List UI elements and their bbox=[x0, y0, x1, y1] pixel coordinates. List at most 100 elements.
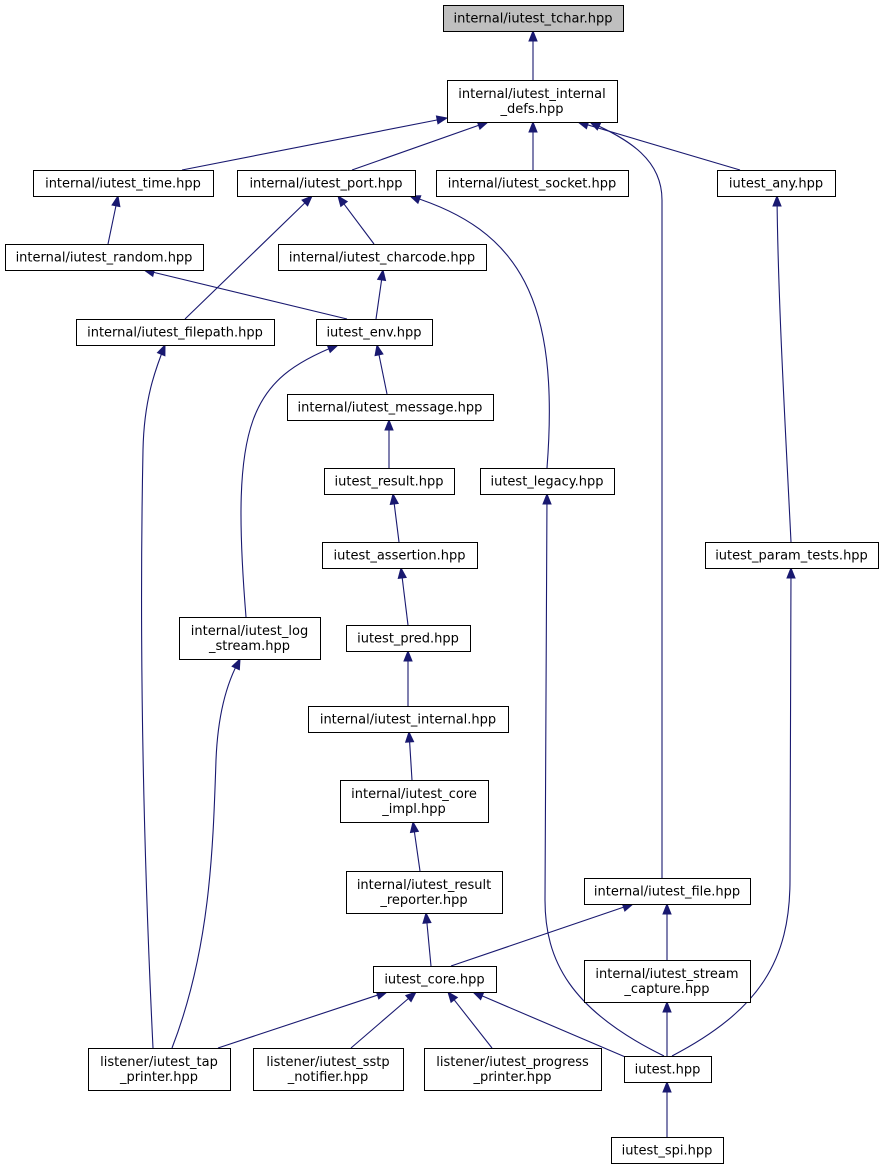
node-box bbox=[340, 780, 489, 823]
edge-line bbox=[378, 353, 388, 395]
edge-line bbox=[776, 195, 792, 543]
node-box bbox=[287, 394, 494, 421]
node-box bbox=[5, 244, 204, 271]
edge-line bbox=[401, 576, 409, 626]
arrowhead-icon bbox=[528, 29, 538, 42]
arrowhead-icon bbox=[409, 820, 420, 834]
node-any[interactable]: iutest_any.hpp bbox=[717, 170, 836, 197]
node-label: _reporter.hpp bbox=[379, 893, 467, 908]
node-label: iutest_env.hpp bbox=[326, 326, 421, 341]
edge-line bbox=[409, 740, 413, 781]
edge-line bbox=[107, 204, 117, 245]
arrowhead-icon bbox=[231, 657, 241, 671]
edge-line bbox=[351, 124, 480, 171]
edge-line bbox=[152, 271, 348, 320]
node-sstp-notifier[interactable]: listener/iutest_sstp_notifier.hpp bbox=[253, 1048, 404, 1091]
node-box bbox=[324, 468, 455, 495]
edge-pred-to-assertion bbox=[397, 566, 409, 626]
edge-env-to-charcode bbox=[375, 268, 387, 320]
arrowhead-icon bbox=[422, 911, 432, 924]
node-label: _stream.hpp bbox=[208, 639, 290, 654]
node-box bbox=[624, 1056, 712, 1083]
arrowhead-icon bbox=[389, 492, 400, 506]
node-box bbox=[447, 80, 618, 123]
node-label: listener/iutest_sstp bbox=[266, 1055, 389, 1070]
node-message[interactable]: internal/iutest_message.hpp bbox=[287, 394, 494, 421]
node-spi[interactable]: iutest_spi.hpp bbox=[611, 1137, 724, 1164]
node-box bbox=[253, 1048, 404, 1091]
node-box bbox=[278, 244, 487, 271]
node-label: iutest_result.hpp bbox=[335, 475, 444, 490]
edge-line bbox=[586, 124, 741, 171]
node-label: iutest_legacy.hpp bbox=[490, 475, 603, 490]
arrowhead-icon bbox=[404, 730, 415, 743]
node-port[interactable]: internal/iutest_port.hpp bbox=[237, 170, 416, 197]
node-time[interactable]: internal/iutest_time.hpp bbox=[33, 170, 214, 197]
node-label: internal/iutest_message.hpp bbox=[298, 401, 483, 416]
node-result-reporter[interactable]: internal/iutest_result_reporter.hpp bbox=[346, 871, 503, 914]
edge-env-to-random bbox=[142, 267, 348, 320]
node-label: iutest_param_tests.hpp bbox=[715, 549, 868, 564]
edge-iutest-to-stream_capture bbox=[662, 1000, 672, 1056]
edge-line bbox=[671, 567, 792, 1057]
edge-line bbox=[181, 119, 439, 171]
node-box bbox=[88, 1048, 231, 1091]
node-filepath[interactable]: internal/iutest_filepath.hpp bbox=[76, 319, 275, 346]
node-box bbox=[611, 1137, 724, 1164]
edge-stream_capture-to-file bbox=[662, 902, 672, 960]
node-box bbox=[705, 542, 879, 569]
node-box bbox=[237, 170, 416, 197]
arrowhead-icon bbox=[403, 649, 413, 662]
node-core[interactable]: iutest_core.hpp bbox=[373, 966, 497, 993]
node-tchar[interactable]: internal/iutest_tchar.hpp bbox=[443, 5, 624, 32]
node-assertion[interactable]: iutest_assertion.hpp bbox=[322, 542, 478, 569]
node-box bbox=[76, 319, 275, 346]
node-box bbox=[424, 1048, 602, 1091]
node-internal-defs[interactable]: internal/iutest_internal_defs.hpp bbox=[447, 80, 618, 123]
node-param-tests[interactable]: iutest_param_tests.hpp bbox=[705, 542, 879, 569]
node-progress-printer[interactable]: listener/iutest_progress_printer.hpp bbox=[424, 1048, 602, 1091]
node-internal[interactable]: internal/iutest_internal.hpp bbox=[308, 706, 509, 733]
node-iutest[interactable]: iutest.hpp bbox=[624, 1056, 712, 1083]
node-box bbox=[436, 170, 629, 197]
node-label: _printer.hpp bbox=[472, 1070, 551, 1085]
node-pred[interactable]: iutest_pred.hpp bbox=[346, 625, 471, 652]
edge-iutest-to-core bbox=[471, 991, 631, 1060]
edge-iutest-to-legacy bbox=[542, 492, 665, 1057]
node-env[interactable]: iutest_env.hpp bbox=[316, 319, 433, 346]
edge-line bbox=[589, 121, 663, 878]
edge-result-to-message bbox=[384, 418, 394, 468]
node-label: internal/iutest_file.hpp bbox=[594, 885, 740, 900]
edge-tap_printer-to-log_stream bbox=[171, 657, 241, 1049]
edge-core_impl-to-internal bbox=[404, 730, 415, 781]
node-socket[interactable]: internal/iutest_socket.hpp bbox=[436, 170, 629, 197]
node-box bbox=[346, 625, 471, 652]
edge-line bbox=[375, 278, 383, 320]
node-label: listener/iutest_progress bbox=[436, 1055, 589, 1070]
node-log-stream[interactable]: internal/iutest_log_stream.hpp bbox=[179, 617, 321, 660]
node-box bbox=[33, 170, 214, 197]
node-core-impl[interactable]: internal/iutest_core_impl.hpp bbox=[340, 780, 489, 823]
arrowhead-icon bbox=[384, 418, 394, 431]
node-box bbox=[480, 468, 615, 495]
node-label: internal/iutest_core bbox=[351, 787, 477, 802]
node-label: internal/iutest_stream bbox=[595, 967, 738, 982]
edge-line bbox=[217, 994, 379, 1049]
edge-line bbox=[481, 995, 631, 1060]
edge-line bbox=[453, 998, 493, 1049]
node-box bbox=[373, 966, 497, 993]
node-charcode[interactable]: internal/iutest_charcode.hpp bbox=[278, 244, 487, 271]
node-stream-capture[interactable]: internal/iutest_stream_capture.hpp bbox=[584, 960, 751, 1003]
edge-line bbox=[544, 493, 665, 1057]
node-legacy[interactable]: iutest_legacy.hpp bbox=[480, 468, 615, 495]
node-file[interactable]: internal/iutest_file.hpp bbox=[584, 878, 751, 905]
edge-line bbox=[350, 997, 410, 1049]
edge-port-to-internal_defs bbox=[351, 121, 490, 171]
edge-line bbox=[171, 658, 241, 1049]
edge-spi-to-iutest bbox=[662, 1080, 672, 1137]
node-box bbox=[584, 960, 751, 1003]
node-result[interactable]: iutest_result.hpp bbox=[324, 468, 455, 495]
node-tap-printer[interactable]: listener/iutest_tap_printer.hpp bbox=[88, 1048, 231, 1091]
arrowhead-icon bbox=[301, 195, 313, 207]
node-random[interactable]: internal/iutest_random.hpp bbox=[5, 244, 204, 271]
